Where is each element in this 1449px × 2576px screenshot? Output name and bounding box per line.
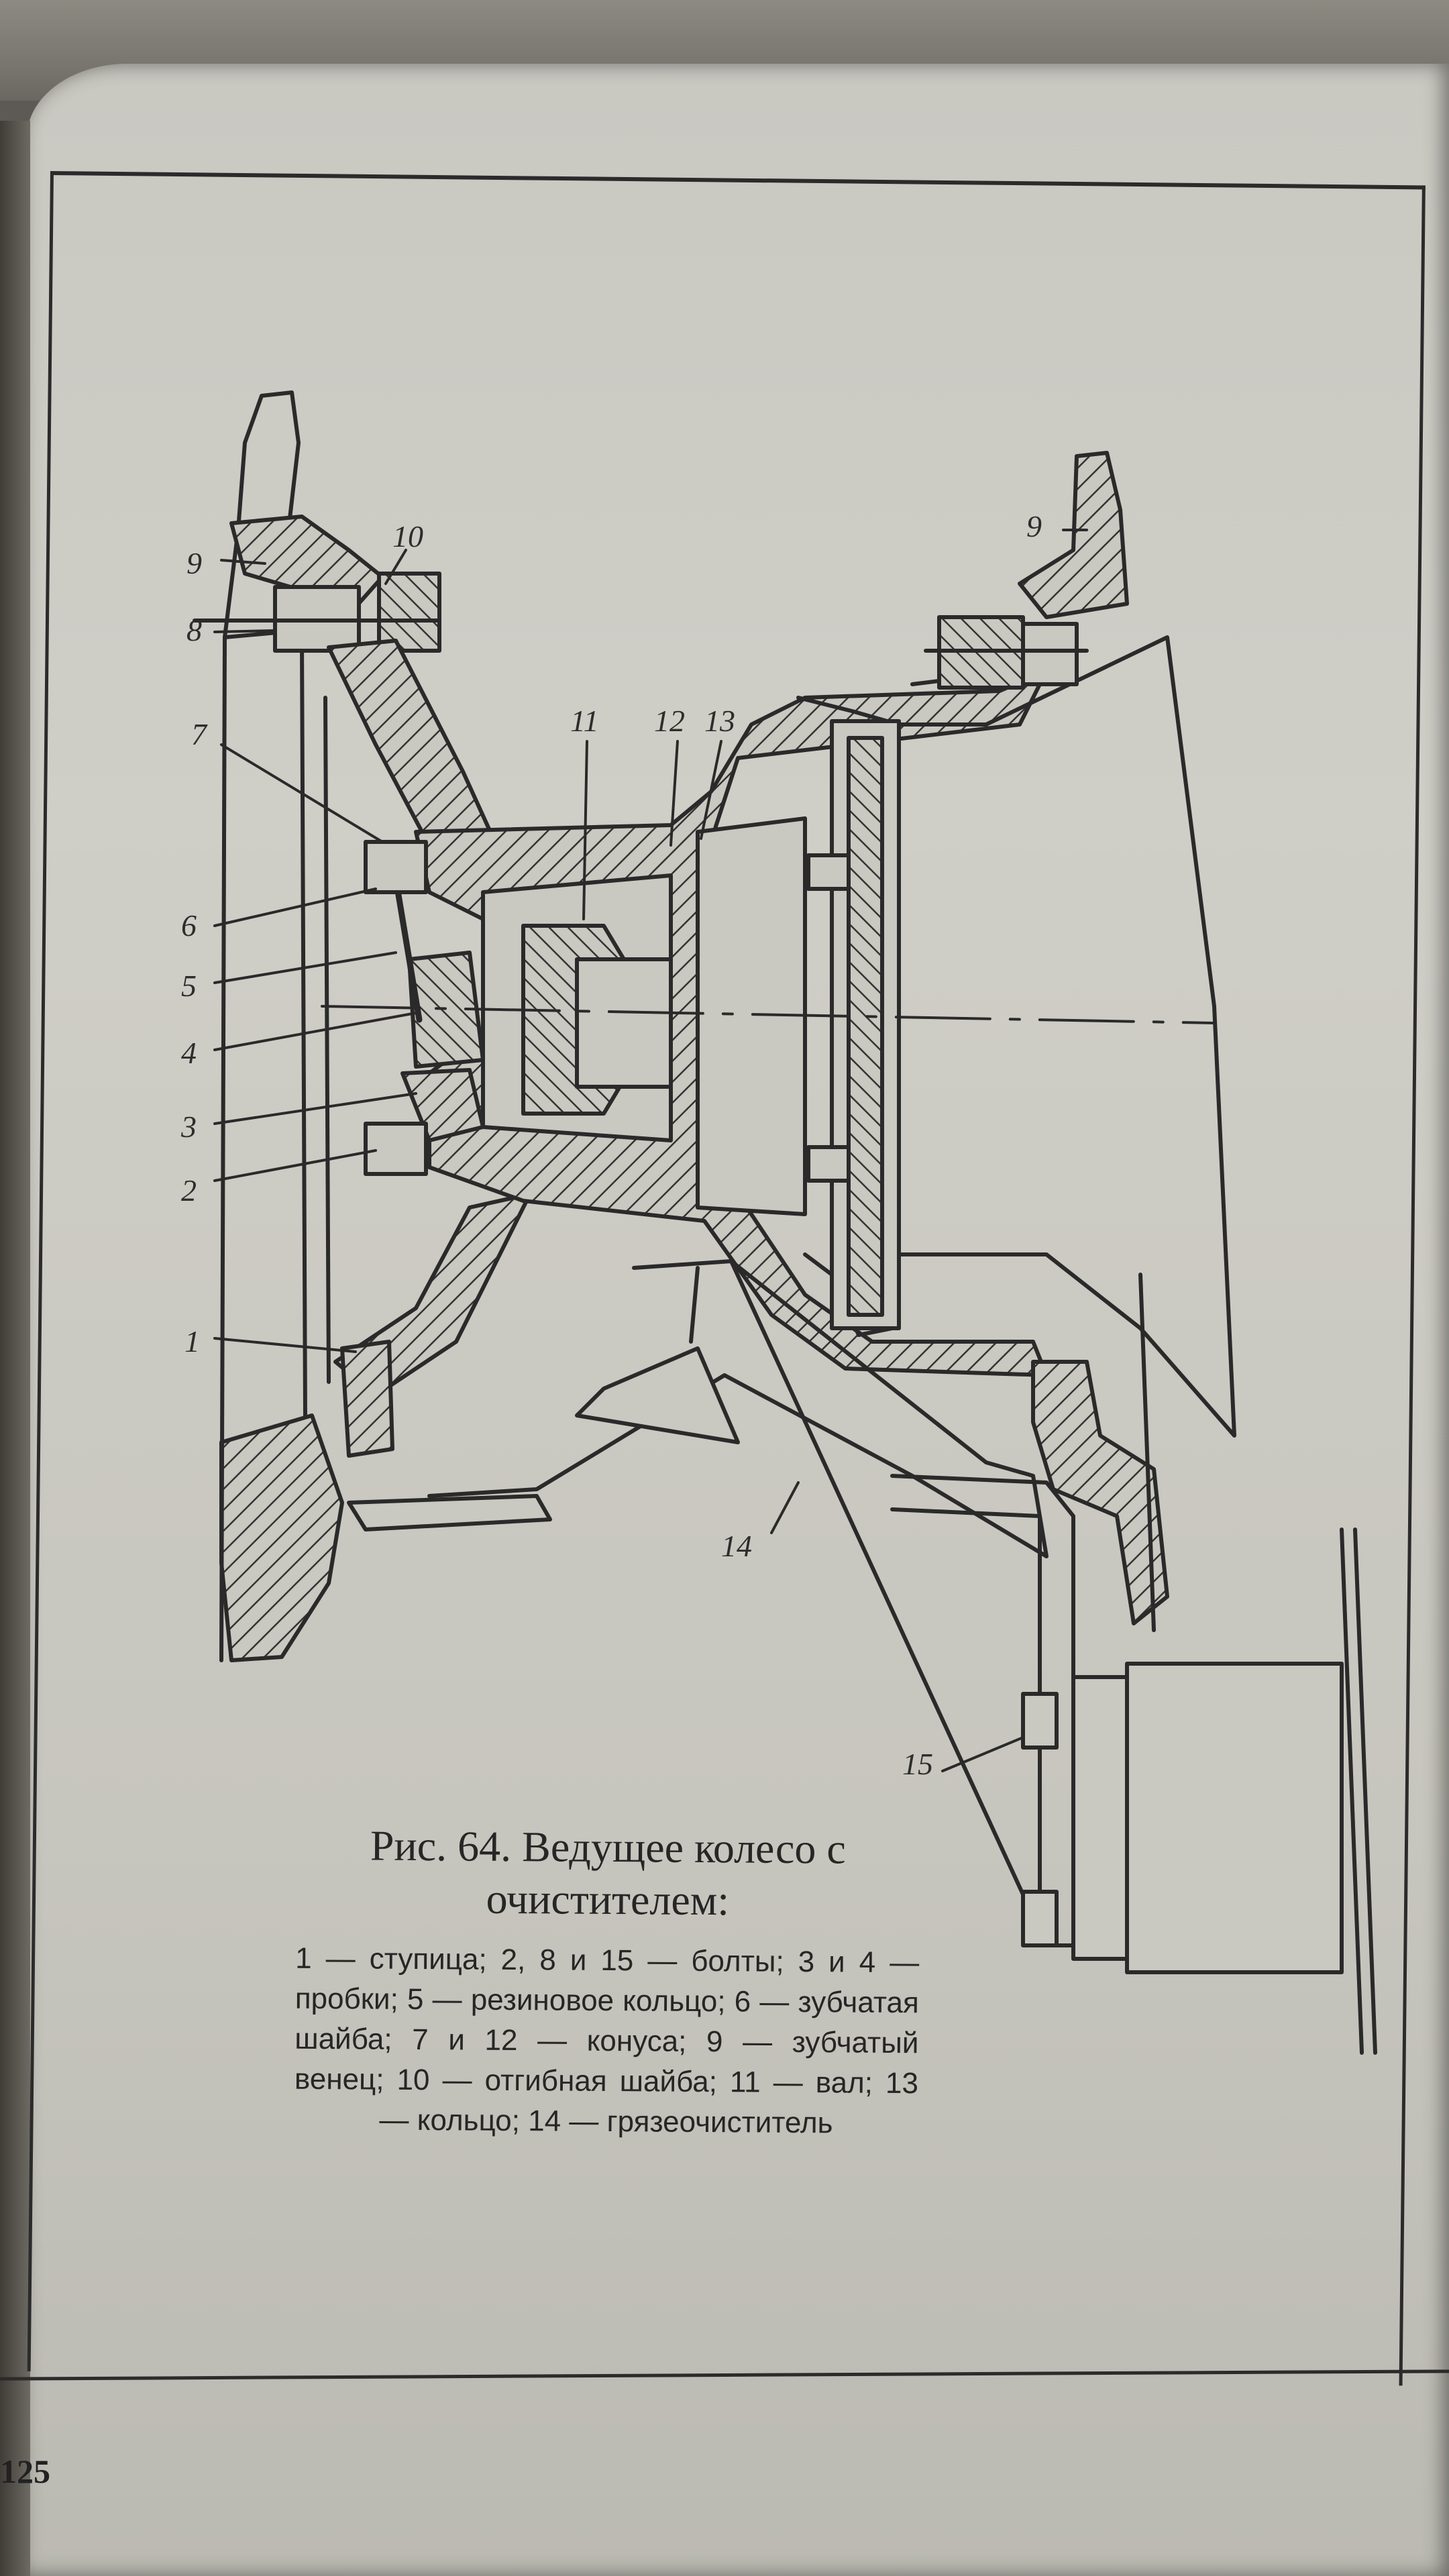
rim-line-2	[300, 635, 307, 1417]
leader-14	[770, 1481, 800, 1534]
leader-4	[213, 1012, 417, 1051]
leader-15	[941, 1736, 1024, 1772]
caption-legend: 1 — ступица; 2, 8 и 15 — болты; 3 и 4 — …	[294, 1941, 920, 2140]
page-number: 125	[0, 2453, 50, 2490]
sprocket-ring-left	[229, 515, 384, 609]
label-3: 3	[180, 1110, 197, 1144]
left-rim-lower	[219, 1413, 344, 1662]
figure-caption: Рис. 64. Ведущее колесо с очистителем: 1…	[294, 1819, 920, 2144]
label-1: 1	[184, 1324, 200, 1358]
center-line	[321, 1005, 1216, 1024]
book-page	[27, 64, 1449, 2576]
label-14: 14	[721, 1529, 752, 1563]
shaft-core	[575, 957, 673, 1089]
bolt-15-upper	[1021, 1692, 1059, 1750]
leader-11	[582, 740, 588, 920]
housing-body	[897, 635, 1236, 1438]
bolt-2	[364, 1122, 428, 1176]
label-12: 12	[654, 704, 685, 738]
leader-12	[669, 740, 679, 847]
sprocket-ring-right	[1018, 451, 1129, 619]
rim-line-3	[323, 696, 331, 1384]
leader-9-left	[220, 559, 266, 565]
caption-title: Рис. 64. Ведущее колесо с очистителем:	[370, 1821, 847, 1925]
gear-face	[847, 736, 884, 1317]
rim-line-1	[219, 635, 227, 1662]
case-bolt-top	[806, 853, 851, 891]
label-7: 7	[191, 717, 208, 751]
leader-1	[213, 1337, 357, 1353]
drive-case	[696, 816, 807, 1216]
leader-10	[384, 549, 407, 585]
label-8: 8	[186, 613, 202, 647]
ring-5	[392, 875, 423, 1023]
leader-8	[213, 629, 276, 633]
label-13: 13	[704, 704, 735, 738]
label-2: 2	[181, 1173, 197, 1208]
mount-block	[1125, 1662, 1344, 1974]
case-bolt-bottom	[806, 1145, 851, 1183]
leader-7	[220, 743, 384, 843]
label-15: 15	[902, 1747, 933, 1781]
label-4: 4	[181, 1036, 197, 1070]
scraper-arm	[729, 1259, 1049, 1947]
bolt-6	[364, 840, 428, 894]
right-rim-lower	[1031, 1360, 1169, 1625]
scraper-frame	[427, 1259, 1049, 1558]
leader-5	[213, 951, 397, 984]
label-11: 11	[570, 704, 599, 738]
label-9-right: 9	[1026, 509, 1042, 543]
washer-10	[377, 572, 441, 653]
leader-3	[213, 1092, 417, 1125]
leader-13	[700, 740, 722, 840]
label-10: 10	[392, 519, 423, 553]
leader-2	[213, 1149, 377, 1182]
leader-6	[213, 888, 377, 927]
scraper-blade	[575, 1346, 740, 1444]
label-5: 5	[181, 969, 197, 1003]
label-6: 6	[181, 908, 197, 943]
hub-flange-lower	[340, 1340, 394, 1458]
bolt-15-lower	[1021, 1890, 1059, 1947]
scraper-foot	[347, 1494, 552, 1532]
label-9-left: 9	[186, 546, 202, 580]
left-page-edge	[0, 121, 30, 2576]
right-bolt-head	[1021, 622, 1079, 686]
hub-disc-upper	[327, 639, 498, 854]
